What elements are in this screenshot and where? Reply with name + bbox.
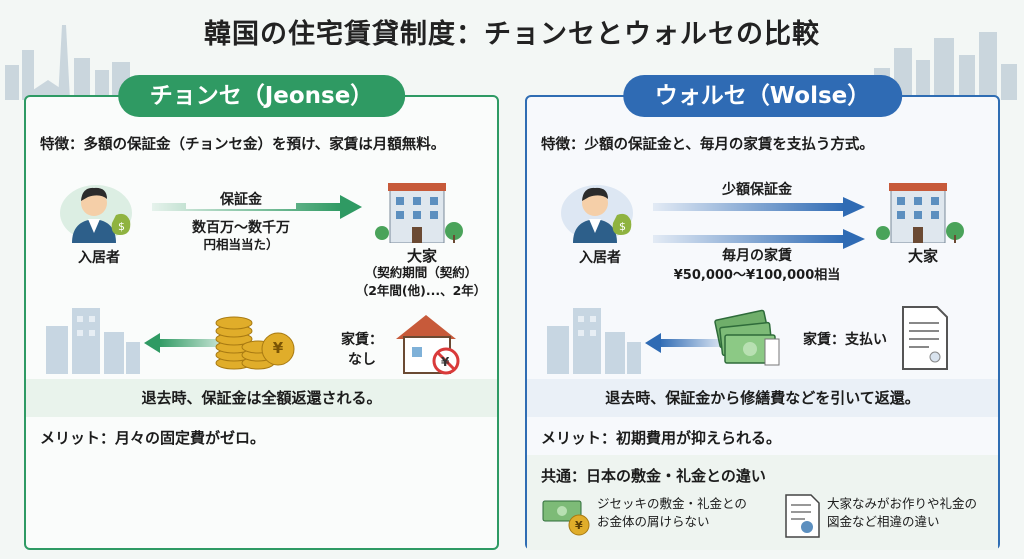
rent-label-line-1: 家賃： [341, 332, 383, 348]
svg-text:¥: ¥ [441, 355, 450, 369]
contract-line-1: （契約期間（契約） [364, 265, 478, 280]
jeonse-title-pill: チョンセ（Jeonse） [117, 75, 406, 117]
money-yen-icon: ¥ [542, 500, 590, 536]
landlord-building-icon [876, 183, 964, 243]
deposit-amount: 数百万〜数千万 [192, 220, 290, 236]
wolse-return-text: 退去時、保証金から修繕費などを引いて返還。 [527, 379, 998, 417]
jeonse-panel: チョンセ（Jeonse） 特徴：多額の保証金（チョンセ金）を預け、家賃は月額無料… [24, 75, 499, 550]
wolse-tenant-label: 入居者 [579, 250, 621, 266]
landlord-building-icon [375, 183, 463, 243]
cash-bills-icon [714, 309, 780, 366]
jeonse-feature-text: 特徴：多額の保証金（チョンセ金）を預け、家賃は月額無料。 [40, 137, 446, 153]
jeonse-landlord-label: 大家 [406, 247, 437, 265]
svg-text:¥: ¥ [575, 519, 583, 532]
wolse-feature-text: 特徴：少額の保証金と、毎月の家賃を支払う方式。 [541, 137, 874, 153]
wolse-panel: ウォルセ（Wolse） 特徴：少額の保証金と、毎月の家賃を支払う方式。 $ 入居… [525, 75, 1000, 550]
svg-text:$: $ [118, 220, 125, 233]
certificate-icon [785, 494, 820, 538]
note-1-line-2: お金体の屑けらない [597, 514, 710, 529]
coins-icon [215, 316, 295, 370]
common-title: 共通：日本の敷金・礼金との違い [541, 467, 766, 485]
contract-line-2: （2年間(他)...、2年） [355, 283, 487, 298]
yen-symbol: ¥ [272, 339, 284, 357]
wolse-title-pill: ウォルセ（Wolse） [622, 75, 903, 117]
common-section [527, 455, 998, 550]
page-title: 韓国の住宅賃貸制度：チョンセとウォルセの比較 [204, 19, 820, 50]
no-rent-house-icon: ¥ [396, 315, 460, 375]
deposit-title: 保証金 [186, 189, 296, 209]
tenant-icon: $ [60, 185, 132, 243]
svg-text:$: $ [619, 220, 626, 233]
jeonse-return-text: 退去時、保証金は全額返還される。 [26, 379, 497, 417]
city-buildings-icon [547, 308, 641, 374]
note-2-line-2: 図金など相違の違い [827, 514, 940, 529]
note-2-line-1: 大家なみがお作りや礼金の [827, 496, 978, 511]
return-arrow-icon [144, 333, 234, 353]
deposit-note: 円相当当た） [203, 237, 279, 252]
tenant-icon: $ [561, 185, 633, 243]
monthly-rent-label: 毎月の家賃 [722, 248, 792, 264]
jeonse-tenant-label: 入居者 [78, 250, 120, 266]
rent-payment-label: 家賃：支払い [803, 332, 887, 348]
payment-arrows-icon [653, 197, 865, 249]
jeonse-merit: メリット：月々の固定費がゼロ。 [40, 429, 266, 447]
note-1-line-1: ジセッキの敷金・礼金との [597, 496, 747, 511]
city-buildings-icon [46, 308, 140, 374]
contract-document-icon [902, 306, 948, 370]
return-arrow-icon [645, 333, 725, 353]
wolse-merit: メリット：初期費用が抑えられる。 [541, 429, 782, 447]
rent-label-line-2: なし [348, 352, 376, 368]
wolse-landlord-label: 大家 [907, 247, 938, 265]
small-deposit-label: 少額保証金 [722, 182, 792, 198]
rent-amount: ¥50,000〜¥100,000相当 [673, 268, 841, 283]
